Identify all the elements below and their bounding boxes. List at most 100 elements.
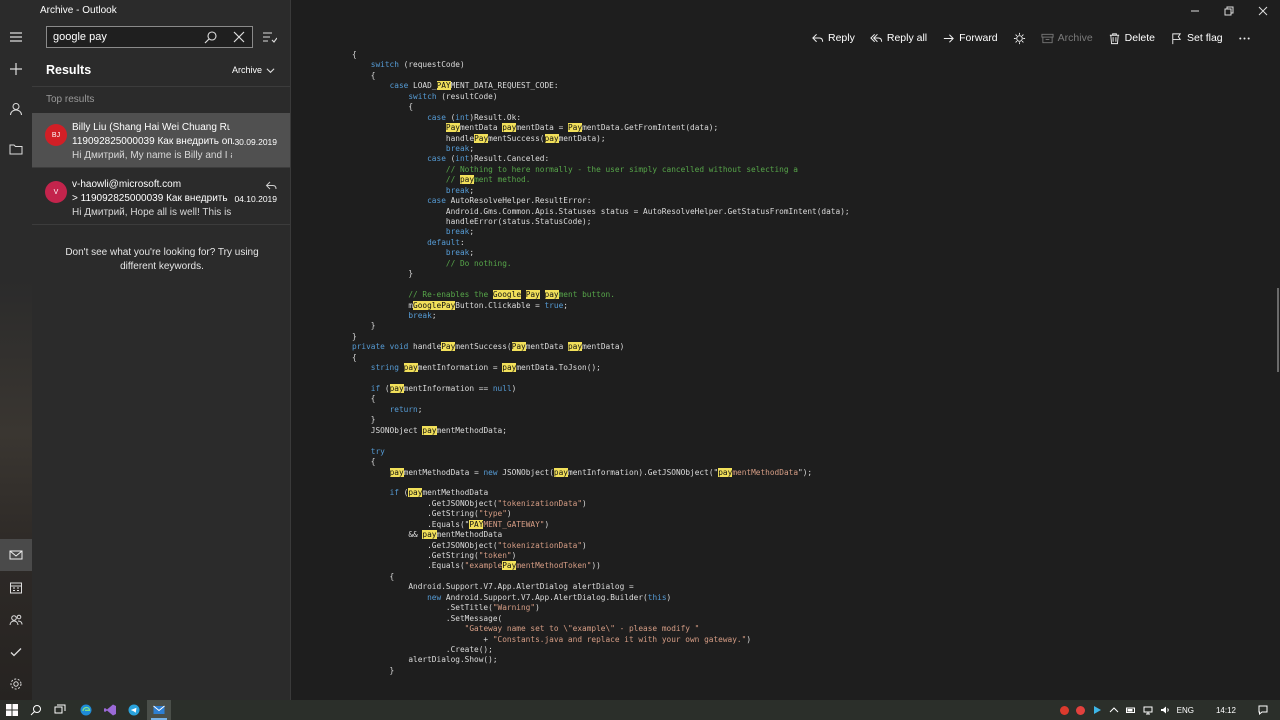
search-input[interactable] bbox=[53, 31, 193, 43]
list-item[interactable]: V v-haowli@microsoft.com > 1190928250000… bbox=[32, 170, 290, 225]
close-icon[interactable] bbox=[232, 30, 246, 44]
search-highlight: pay bbox=[459, 175, 475, 185]
plus-icon bbox=[10, 63, 22, 75]
window-title: Archive - Outlook bbox=[40, 5, 117, 16]
search-highlight: pay bbox=[718, 467, 733, 477]
network-icon[interactable] bbox=[1143, 705, 1153, 715]
code-line: case AutoResolveHelper.ResultError: bbox=[352, 196, 1252, 206]
calendar-app-button[interactable] bbox=[0, 572, 32, 604]
hamburger-menu-button[interactable] bbox=[0, 21, 32, 53]
restore-button[interactable] bbox=[1212, 0, 1246, 22]
code-token: return bbox=[389, 404, 418, 414]
delete-label: Delete bbox=[1124, 32, 1156, 44]
edge-app[interactable] bbox=[74, 700, 98, 720]
code-token: ; bbox=[469, 227, 475, 237]
code-token: case bbox=[427, 112, 446, 122]
volume-icon[interactable] bbox=[1160, 705, 1170, 715]
code-token: { bbox=[352, 571, 395, 581]
delete-button[interactable]: Delete bbox=[1108, 32, 1155, 45]
todo-app-button[interactable] bbox=[0, 636, 32, 668]
edge-icon bbox=[80, 704, 92, 716]
list-item[interactable]: BJ Billy Liu (Shang Hai Wei Chuang Ruan … bbox=[32, 113, 290, 168]
code-token bbox=[352, 154, 427, 163]
code-token bbox=[399, 363, 404, 372]
code-token: ( bbox=[380, 384, 390, 393]
code-line: mGooglePayButton.Clickable = true; bbox=[352, 300, 1252, 311]
search-highlight: pay bbox=[403, 363, 418, 373]
people-app-button[interactable] bbox=[0, 604, 32, 636]
input-language[interactable]: ENG bbox=[1176, 705, 1194, 715]
code-token: ) bbox=[746, 634, 752, 644]
folders-button[interactable] bbox=[0, 133, 32, 165]
folder-dropdown-label: Archive bbox=[232, 65, 263, 75]
code-token: (resultCode) bbox=[436, 91, 498, 101]
code-line: { bbox=[352, 71, 1252, 81]
search-highlight: Pay bbox=[474, 133, 489, 143]
code-token: void bbox=[389, 342, 409, 352]
telegram-app[interactable] bbox=[122, 700, 146, 720]
code-line: if (paymentMethodData bbox=[352, 488, 1252, 498]
play-icon[interactable] bbox=[1092, 705, 1102, 715]
code-token: "example bbox=[464, 561, 503, 571]
forward-button[interactable]: Forward bbox=[942, 32, 998, 45]
taskbar-search-button[interactable] bbox=[24, 700, 48, 720]
code-token: mentData = bbox=[516, 123, 568, 133]
code-line: case LOAD_PAYMENT_DATA_REQUEST_CODE: bbox=[352, 81, 1252, 91]
more-options-button[interactable] bbox=[1238, 32, 1251, 45]
code-token: mentSuccess( bbox=[455, 342, 512, 352]
code-token: ; bbox=[417, 404, 423, 414]
code-token: case bbox=[427, 154, 446, 164]
code-token bbox=[352, 468, 390, 477]
battery-icon[interactable] bbox=[1125, 705, 1136, 715]
code-line: default: bbox=[352, 238, 1252, 248]
code-line: } bbox=[352, 332, 1252, 342]
filter-icon[interactable] bbox=[261, 29, 277, 45]
new-mail-button[interactable] bbox=[0, 53, 32, 85]
code-token: ; bbox=[469, 143, 475, 153]
set-flag-button[interactable]: Set flag bbox=[1170, 32, 1223, 45]
notifications-icon[interactable] bbox=[1258, 705, 1268, 715]
code-line: { bbox=[352, 50, 1252, 60]
actions-button[interactable] bbox=[1013, 32, 1026, 45]
code-token bbox=[352, 92, 408, 101]
reply-all-button[interactable]: Reply all bbox=[870, 32, 927, 45]
search-icon[interactable] bbox=[204, 30, 218, 44]
close-window-button[interactable] bbox=[1246, 0, 1280, 22]
code-token: mentInformation == bbox=[403, 384, 493, 393]
code-token: handle bbox=[408, 342, 442, 352]
window-controls bbox=[1178, 0, 1280, 22]
flag-icon bbox=[1172, 32, 1182, 44]
visual-studio-app[interactable] bbox=[98, 700, 122, 720]
code-token: AutoResolveHelper.ResultError: bbox=[445, 196, 592, 206]
chrome-tray-icon[interactable] bbox=[1059, 705, 1069, 715]
code-token: new bbox=[427, 592, 442, 602]
chevron-up-icon[interactable] bbox=[1109, 705, 1119, 715]
code-line: { bbox=[352, 102, 1252, 112]
code-token bbox=[352, 384, 371, 393]
start-button[interactable] bbox=[0, 700, 24, 720]
app-tray-icon[interactable] bbox=[1075, 705, 1085, 715]
code-token: try bbox=[370, 446, 385, 456]
reply-button[interactable]: Reply bbox=[811, 32, 855, 45]
settings-button[interactable] bbox=[0, 668, 32, 700]
code-line: break; bbox=[352, 227, 1252, 237]
task-view-button[interactable] bbox=[48, 700, 72, 720]
visual-studio-icon bbox=[104, 704, 116, 716]
results-heading: Results bbox=[46, 63, 92, 77]
scrollbar[interactable] bbox=[1277, 288, 1279, 372]
minimize-button[interactable] bbox=[1178, 0, 1212, 22]
code-line: Android.Gms.Common.Apis.Statuses status … bbox=[352, 207, 1252, 217]
message-date: 30.09.2019 bbox=[234, 137, 277, 147]
archive-button[interactable]: Archive bbox=[1041, 32, 1093, 45]
code-token: int bbox=[455, 154, 470, 164]
accounts-button[interactable] bbox=[0, 93, 32, 125]
mail-app-button[interactable] bbox=[0, 539, 32, 571]
code-token bbox=[352, 81, 390, 90]
clock[interactable]: 14:12 bbox=[1215, 705, 1236, 715]
code-token: ; bbox=[469, 185, 475, 195]
message-subject: 119092825000039 Как внедрить оплату bbox=[72, 136, 234, 147]
left-rail bbox=[0, 0, 32, 700]
folder-dropdown[interactable]: Archive bbox=[232, 65, 275, 75]
mail-app[interactable] bbox=[147, 700, 171, 720]
code-token bbox=[352, 123, 446, 132]
